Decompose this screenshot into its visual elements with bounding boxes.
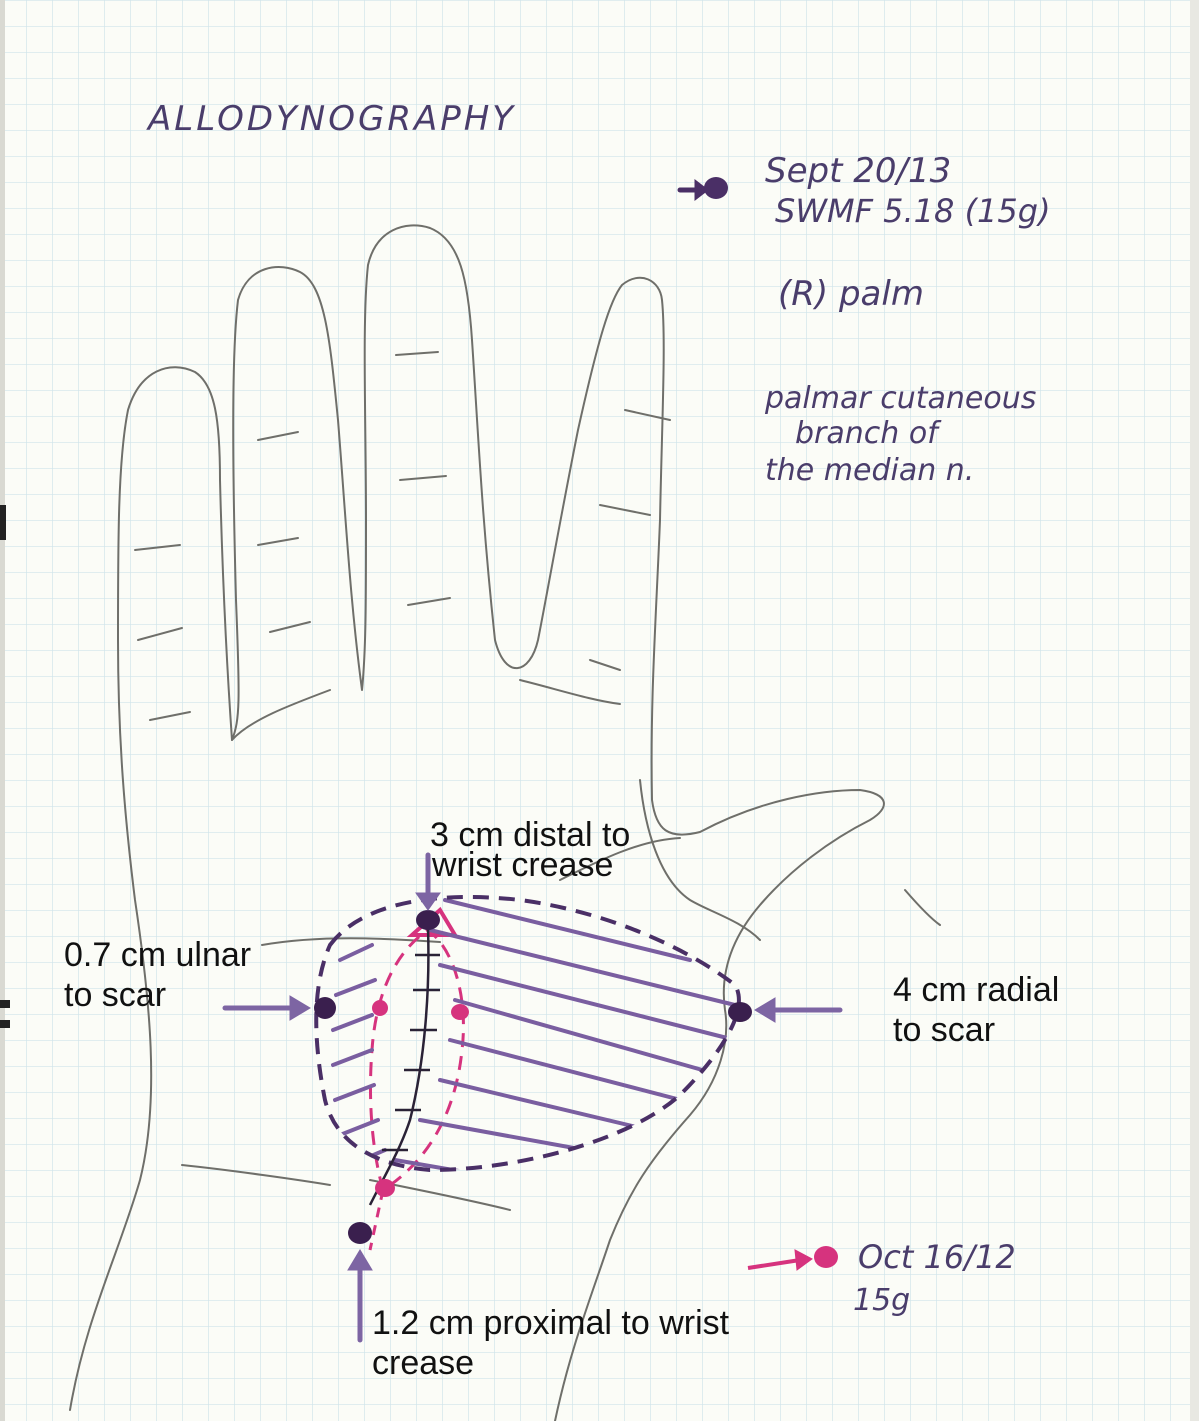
annotation-proximal: 1.2 cm proximal to wrist crease bbox=[372, 1303, 729, 1383]
legend-previous-test: 15g bbox=[853, 1283, 910, 1318]
annotation-radial-line-2: to scar bbox=[893, 1010, 1059, 1050]
legend-current-date: Sept 20/13 bbox=[765, 151, 951, 191]
dot-proximal bbox=[348, 1222, 372, 1244]
dot-ulnar bbox=[314, 997, 336, 1019]
annotation-ulnar: 0.7 cm ulnar to scar bbox=[64, 935, 251, 1015]
annotation-radial-line-1: 4 cm radial bbox=[893, 970, 1059, 1010]
annotation-proximal-line-1: 1.2 cm proximal to wrist bbox=[372, 1303, 729, 1343]
sheet-title: ALLODYNOGRAPHY bbox=[146, 99, 516, 139]
legend-previous-date: Oct 16/12 bbox=[858, 1238, 1016, 1276]
side-label: (R) palm bbox=[778, 274, 924, 314]
dot-radial bbox=[728, 1002, 752, 1022]
annotation-proximal-line-2: crease bbox=[372, 1343, 729, 1383]
legend-current-test: SWMF 5.18 (15g) bbox=[775, 192, 1051, 230]
legend-current-dot bbox=[704, 177, 728, 199]
nerve-line-3: the median n. bbox=[765, 453, 974, 488]
annotation-radial: 4 cm radial to scar bbox=[893, 970, 1059, 1050]
dot-previous-ulnar bbox=[372, 1000, 388, 1016]
nerve-line-2: branch of bbox=[795, 416, 942, 451]
dot-previous-proximal bbox=[375, 1179, 395, 1197]
legend-previous-dot bbox=[814, 1246, 838, 1268]
annotation-ulnar-line-2: to scar bbox=[64, 975, 251, 1015]
annotation-distal-2: wrist crease bbox=[432, 845, 613, 885]
dot-previous-radial bbox=[451, 1004, 469, 1020]
annotation-distal-line-2: wrist crease bbox=[432, 845, 613, 885]
annotation-ulnar-line-1: 0.7 cm ulnar bbox=[64, 935, 251, 975]
nerve-line-1: palmar cutaneous bbox=[764, 381, 1036, 416]
dot-distal bbox=[416, 910, 440, 930]
